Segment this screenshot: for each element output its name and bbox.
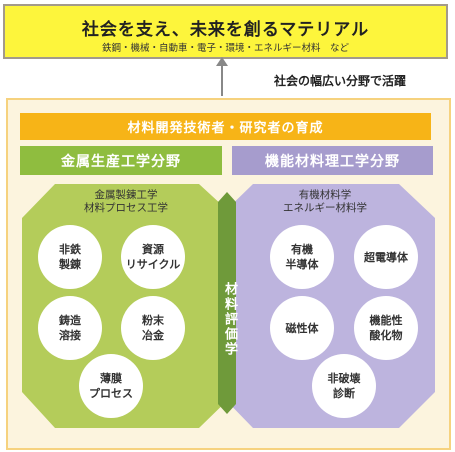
department-functional-materials: 機能材料理工学分野 xyxy=(232,146,433,175)
left-area-title: 金属製錬工学 材料プロセス工学 xyxy=(56,189,196,215)
society-materials-box: 社会を支え、未来を創るマテリアル 鉄鋼・機械・自動車・電子・環境・エネルギー材料… xyxy=(3,4,448,59)
circle-casting-welding: 鋳造 溶接 xyxy=(38,296,102,360)
circle-powder-metallurgy: 粉末 冶金 xyxy=(121,296,185,360)
development-banner: 材料開発技術者・研究者の育成 xyxy=(20,113,431,140)
circle-resource-recycling: 資源 リサイクル xyxy=(121,225,185,289)
circle-functional-oxide: 機能性 酸化物 xyxy=(354,296,418,360)
materials-evaluation-label: 材料評価学 xyxy=(222,282,237,357)
right-area-title: 有機材料学 エネルギー材料学 xyxy=(255,189,395,215)
arrow-label: 社会の幅広い分野で活躍 xyxy=(274,74,407,88)
circle-thin-film-process: 薄膜 プロセス xyxy=(79,354,143,418)
circle-magnetic-material: 磁性体 xyxy=(270,296,334,360)
circle-superconductor: 超電導体 xyxy=(354,225,418,289)
up-arrow-line xyxy=(221,62,223,96)
circle-nondestructive-diagnosis: 非破壊 診断 xyxy=(312,354,376,418)
circle-nonferrous-smelting: 非鉄 製錬 xyxy=(38,225,102,289)
overlap-region xyxy=(218,192,236,414)
up-arrow-head-icon xyxy=(216,57,228,66)
left-area-title-line2: 材料プロセス工学 xyxy=(84,202,168,214)
right-area-title-line1: 有機材料学 xyxy=(298,189,352,201)
top-subtitle: 鉄鋼・機械・自動車・電子・環境・エネルギー材料 など xyxy=(101,43,349,54)
left-area-title-line1: 金属製錬工学 xyxy=(94,189,158,201)
department-metal-production: 金属生産工学分野 xyxy=(20,146,222,175)
circle-organic-semiconductor: 有機 半導体 xyxy=(270,225,334,289)
right-area-title-line2: エネルギー材料学 xyxy=(283,202,367,214)
top-title: 社会を支え、未来を創るマテリアル xyxy=(81,20,370,40)
